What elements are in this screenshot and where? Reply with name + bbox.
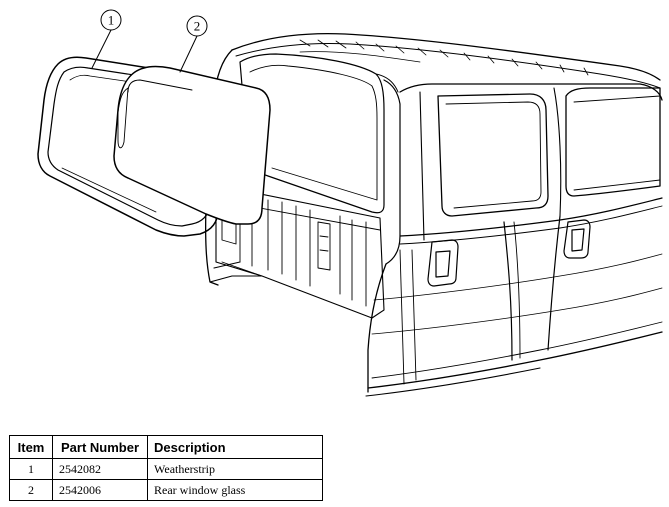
table-row: 2 2542006 Rear window glass (9, 479, 323, 501)
door-seam-front (548, 216, 560, 350)
glass-outline (114, 67, 270, 225)
header-part-number: Part Number (52, 435, 148, 459)
roof-ribs (300, 40, 588, 75)
row-description: Weatherstrip (147, 458, 323, 480)
callout-2: 2 (180, 16, 207, 72)
rear-window-opening-inner (250, 65, 377, 200)
rear-side-window (438, 94, 548, 216)
callout-2-label: 2 (194, 19, 201, 34)
callout-1-label: 1 (108, 13, 115, 28)
row-item: 2 (9, 479, 53, 501)
row-part-number: 2542082 (52, 458, 148, 480)
row-item: 1 (9, 458, 53, 480)
cab-floor (210, 262, 262, 282)
rear-door-handle (428, 240, 458, 286)
parts-table: Item Part Number Description 1 2542082 W… (9, 435, 323, 501)
truck-cab-drawing (206, 34, 662, 396)
front-side-window (566, 88, 660, 196)
table-row: 1 2542082 Weatherstrip (9, 458, 323, 480)
front-door-handle (564, 220, 590, 258)
row-part-number: 2542006 (52, 479, 148, 501)
header-item: Item (9, 435, 53, 459)
header-description: Description (147, 435, 323, 459)
cab-side-top (400, 84, 662, 100)
rear-door-frame (420, 88, 561, 240)
truck-cab-rear-window-illustration: 1 2 (0, 0, 669, 430)
cab-bottom-sill (368, 332, 662, 388)
door-seam-rear (504, 222, 512, 360)
row-description: Rear window glass (147, 479, 323, 501)
rocker-lower (366, 368, 540, 396)
table-header-row: Item Part Number Description (9, 435, 323, 459)
rear-window-glass-part (114, 67, 270, 225)
c-pillar (384, 80, 400, 264)
callout-1: 1 (92, 10, 121, 68)
cab-rear-corner (368, 264, 386, 392)
cab-roof-inner-edge (236, 44, 660, 89)
cab-roof (232, 34, 660, 80)
cab-belt-line (400, 198, 662, 236)
